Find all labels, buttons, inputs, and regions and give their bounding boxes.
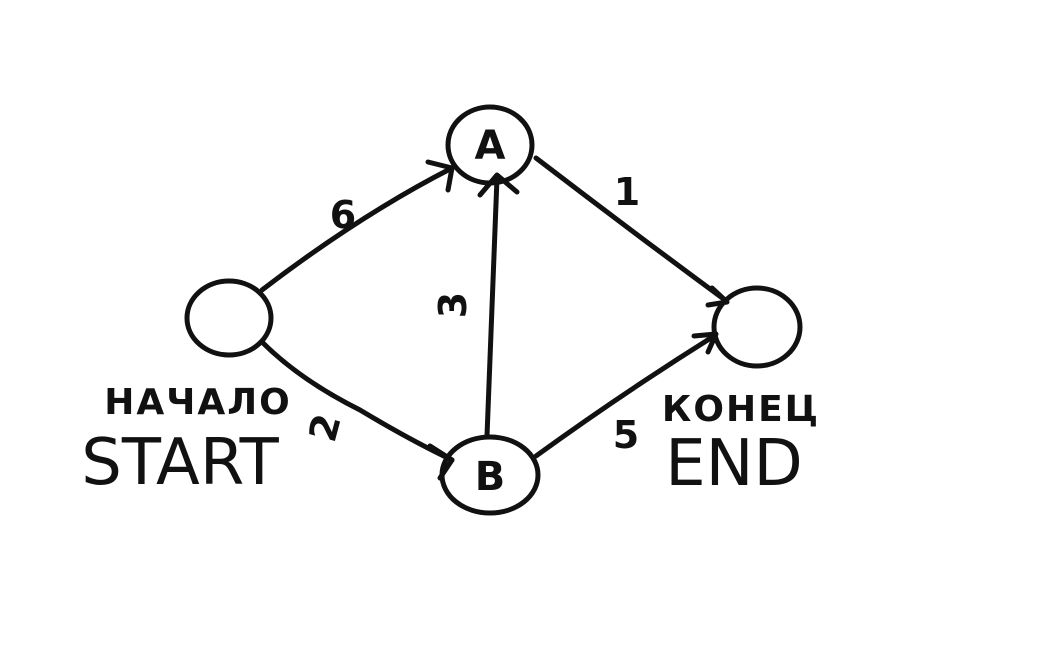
node-start — [184, 278, 274, 358]
weight-a-end: 1 — [614, 170, 640, 214]
start-caption-ru: НАЧАЛО — [104, 382, 291, 423]
start-caption-en: START — [81, 426, 279, 500]
node-b: B — [439, 434, 541, 516]
node-b-label: B — [475, 454, 506, 500]
node-a: A — [445, 104, 535, 186]
end-caption-ru: КОНЕЦ — [662, 389, 820, 430]
node-a-label: A — [475, 123, 506, 169]
weight-start-b: 2 — [300, 409, 349, 446]
weight-start-a: 6 — [330, 193, 356, 237]
edge-b-to-a — [477, 172, 520, 439]
node-end — [711, 285, 803, 369]
weight-b-a: 3 — [431, 292, 475, 318]
weight-b-end: 5 — [613, 413, 639, 457]
edge-start-to-a — [259, 159, 455, 293]
end-caption-en: END — [665, 427, 803, 501]
